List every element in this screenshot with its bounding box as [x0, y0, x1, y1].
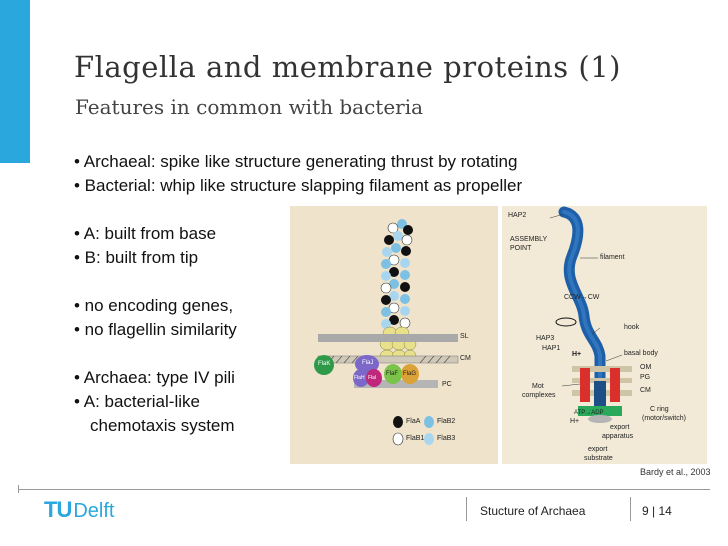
complexes-label: complexes — [522, 392, 556, 399]
hap3-label: HAP3 — [536, 335, 555, 342]
flai-label: FlaI — [368, 375, 377, 381]
slide-subtitle: Features in common with bacteria — [75, 95, 424, 119]
apparatus-label: apparatus — [602, 433, 634, 440]
sl-layer — [318, 334, 458, 342]
flag-label: FlaG — [403, 371, 417, 377]
flaj-label: FlaJ — [362, 360, 374, 366]
hap2-label: HAP2 — [508, 212, 527, 219]
flab1-legend-label: FlaB1 — [406, 435, 425, 442]
footer-separator-right — [630, 497, 631, 521]
bullet-item: • A: bacterial-like — [74, 392, 200, 411]
flaf-label: FlaF — [386, 371, 398, 377]
page-number: 9 | 14 — [642, 504, 672, 518]
hplus-bottom-label: H+ — [570, 418, 580, 425]
flab2-legend-label: FlaB2 — [437, 418, 456, 425]
figure-citation: Bardy et al., 2003 — [640, 467, 711, 477]
bullet-item: • no flagellin similarity — [74, 320, 237, 339]
filament-label: filament — [600, 254, 625, 261]
flak-label: FlaK — [318, 361, 331, 367]
footer-divider — [18, 489, 710, 490]
ccw-cw-label: CCW→CW — [564, 294, 600, 301]
basal-body-label: basal body — [624, 350, 658, 357]
rotation-arrow-icon — [555, 317, 577, 327]
motor-switch-label: (motor/switch) — [642, 415, 686, 422]
archaeal-flagellum-diagram — [314, 219, 459, 446]
flah-label: FlaH — [354, 375, 365, 381]
export-label: export — [610, 424, 630, 431]
footer-separator-left — [466, 497, 467, 521]
logo-tu: TU — [44, 497, 72, 522]
slide-title: Flagella and membrane proteins (1) — [74, 50, 621, 84]
flab2-legend-swatch — [424, 416, 434, 428]
flab3-legend-swatch — [424, 433, 434, 445]
c-ring — [578, 406, 622, 416]
flah-protein — [353, 369, 369, 387]
flaf-protein — [384, 364, 402, 384]
bullet-item: • B: built from tip — [74, 248, 199, 267]
hap1-label: HAP1 — [542, 345, 561, 352]
sl-label: SL — [460, 333, 469, 340]
cm-label: CM — [460, 355, 471, 362]
bullet-list: • Archaeal: spike like structure generat… — [74, 150, 522, 438]
atp-label: ATP→ADP — [574, 410, 604, 416]
c-ring-label: C ring — [650, 406, 669, 413]
export-apparatus-shape — [588, 415, 612, 423]
bullet-item-continuation: chemotaxis system — [90, 416, 235, 435]
flag-protein — [401, 364, 419, 384]
bacterial-flagellum-figure: HAP2 ASSEMBLY POINT filament CCW→CW hook… — [502, 206, 707, 464]
bullet-item: • Archaea: type IV pili — [74, 368, 235, 387]
footer-divider-tick — [18, 485, 19, 493]
bacterial-flagellum-diagram — [549, 206, 632, 423]
flab1-legend-swatch — [392, 432, 404, 446]
bullet-item: • A: built from base — [74, 224, 217, 243]
tudelft-logo: TU Delft — [44, 497, 114, 523]
bullet-item: • no encoding genes, — [74, 296, 234, 315]
point-label: POINT — [510, 245, 532, 252]
pc-layer — [354, 380, 438, 388]
flai-protein — [366, 369, 382, 387]
cm-label-b: CM — [640, 387, 651, 394]
om-membrane — [572, 366, 632, 372]
archaeal-flagellum-figure: SL CM PC FlaK FlaJ FlaH FlaI FlaF FlaG F… — [290, 206, 498, 464]
mot-complex-right — [610, 368, 620, 402]
pg-label: PG — [640, 374, 651, 381]
flak-protein — [314, 355, 334, 375]
rod — [594, 381, 606, 411]
pg-layer — [572, 378, 632, 383]
om-label: OM — [640, 364, 652, 371]
hook-label: hook — [624, 324, 640, 331]
logo-delft: Delft — [73, 500, 115, 522]
mot-complex-left — [580, 368, 590, 402]
assembly-label: ASSEMBLY — [510, 236, 548, 243]
mot-label: Mot — [532, 383, 544, 390]
accent-bar — [0, 0, 30, 163]
bullet-item: • Bacterial: whip like structure slappin… — [74, 176, 523, 195]
hplus-top-label: H+ — [572, 351, 582, 358]
flab3-legend-label: FlaB3 — [437, 435, 456, 442]
flaa-legend-swatch — [393, 416, 403, 428]
filament-spheres — [380, 219, 413, 329]
pc-label: PC — [442, 381, 452, 388]
export-substrate-label-1: export — [588, 446, 608, 453]
export-substrate-label-2: substrate — [584, 455, 613, 462]
bullet-item: • Archaeal: spike like structure generat… — [74, 152, 518, 171]
flaa-legend-label: FlaA — [406, 418, 421, 425]
flaj-protein — [355, 355, 379, 373]
footer-presentation-title: Stucture of Archaea — [480, 504, 586, 518]
